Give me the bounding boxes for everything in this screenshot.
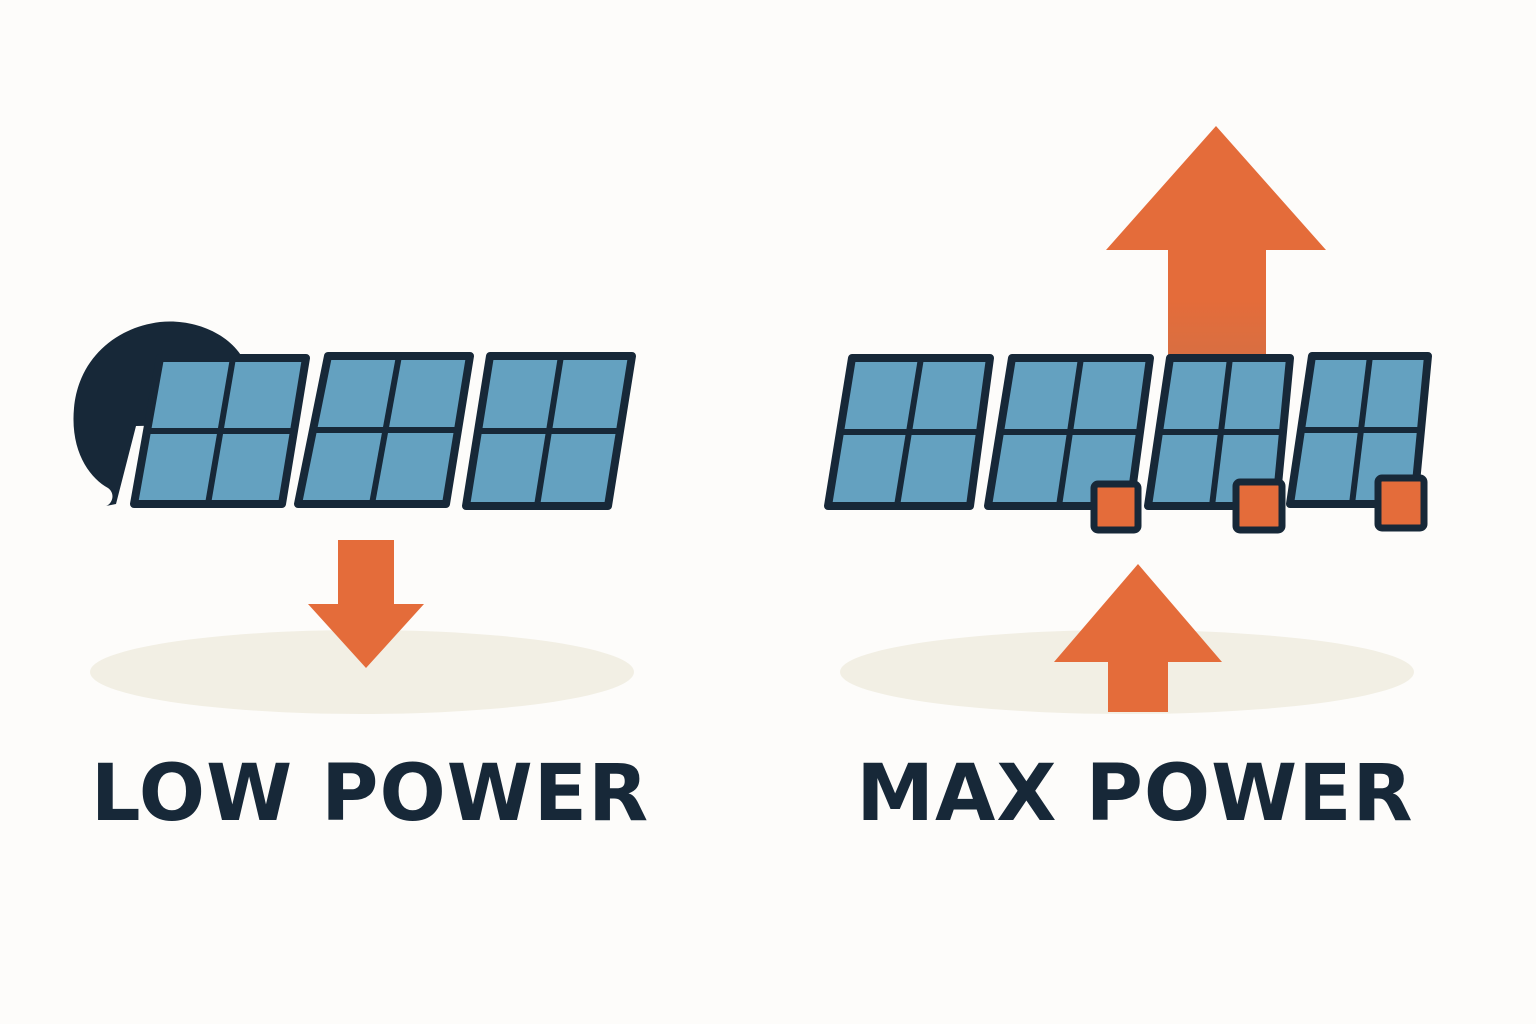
max-power-caption: MAX POWER bbox=[856, 749, 1414, 839]
solar-panel bbox=[462, 352, 636, 510]
optimizer-box-icon bbox=[1232, 478, 1286, 534]
ground-shadow-left bbox=[90, 630, 634, 714]
solar-array-left bbox=[130, 352, 636, 510]
solar-panel bbox=[1286, 352, 1432, 508]
optimizer-box-icon bbox=[1374, 474, 1428, 532]
solar-panel bbox=[130, 354, 310, 508]
up-arrow-icon bbox=[1054, 564, 1222, 712]
down-arrow-icon bbox=[308, 540, 424, 668]
solar-panel bbox=[294, 352, 474, 508]
low-power-scene bbox=[73, 321, 636, 714]
up-arrow-icon bbox=[1106, 126, 1326, 358]
optimizer-box-icon bbox=[1090, 480, 1142, 534]
optimizers bbox=[1090, 474, 1428, 534]
max-power-scene bbox=[824, 126, 1432, 714]
solar-panel bbox=[824, 354, 994, 510]
solar-array-right bbox=[824, 352, 1432, 510]
low-power-caption: LOW POWER bbox=[90, 749, 650, 839]
